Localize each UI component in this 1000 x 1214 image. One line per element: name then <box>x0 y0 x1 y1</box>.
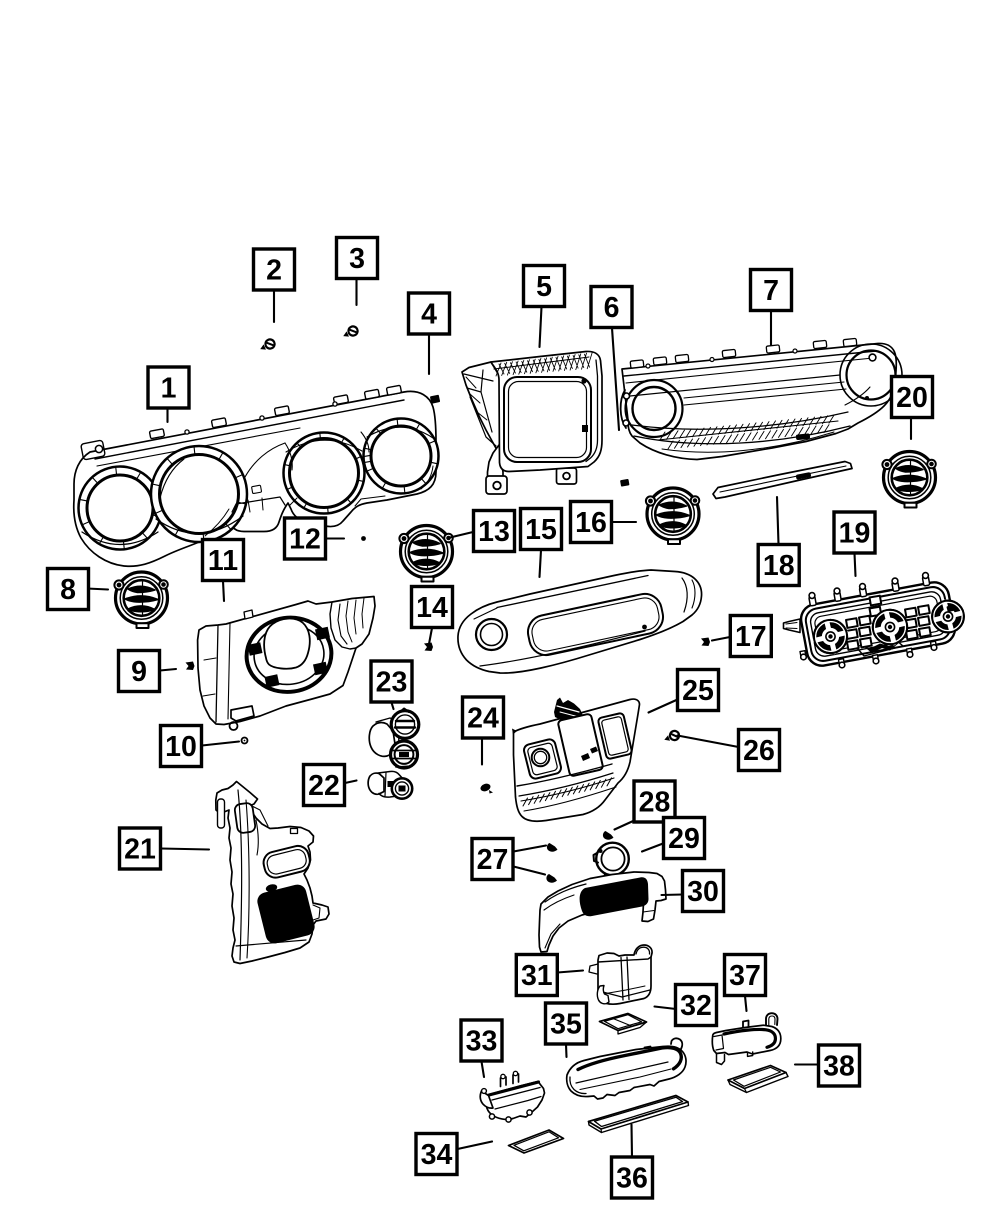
svg-text:30: 30 <box>687 876 719 908</box>
svg-text:32: 32 <box>680 990 712 1022</box>
svg-text:36: 36 <box>616 1163 648 1195</box>
svg-text:31: 31 <box>521 960 553 992</box>
svg-text:14: 14 <box>416 592 448 624</box>
svg-text:5: 5 <box>536 271 552 303</box>
svg-text:1: 1 <box>161 373 177 405</box>
svg-text:12: 12 <box>289 524 321 556</box>
svg-text:10: 10 <box>165 731 197 763</box>
svg-text:37: 37 <box>729 960 761 992</box>
svg-text:24: 24 <box>467 703 499 735</box>
svg-text:33: 33 <box>466 1026 498 1058</box>
svg-text:38: 38 <box>823 1051 855 1083</box>
svg-text:17: 17 <box>735 621 767 653</box>
svg-text:25: 25 <box>682 675 714 707</box>
svg-text:29: 29 <box>668 823 700 855</box>
svg-text:9: 9 <box>131 656 147 688</box>
svg-text:11: 11 <box>208 545 238 577</box>
svg-text:4: 4 <box>421 299 437 331</box>
svg-text:23: 23 <box>376 667 408 699</box>
svg-text:13: 13 <box>478 516 510 548</box>
svg-text:19: 19 <box>839 518 871 550</box>
svg-text:21: 21 <box>124 834 156 866</box>
svg-text:35: 35 <box>550 1009 582 1041</box>
svg-text:2: 2 <box>266 255 282 287</box>
svg-text:8: 8 <box>60 574 76 606</box>
svg-text:18: 18 <box>763 550 795 582</box>
svg-text:26: 26 <box>743 735 775 767</box>
svg-text:15: 15 <box>525 514 557 546</box>
svg-text:34: 34 <box>421 1139 453 1171</box>
svg-text:27: 27 <box>477 844 509 876</box>
svg-text:22: 22 <box>308 770 340 802</box>
svg-text:28: 28 <box>639 787 671 819</box>
svg-text:7: 7 <box>763 275 779 307</box>
svg-text:16: 16 <box>575 507 607 539</box>
svg-text:20: 20 <box>896 382 928 414</box>
svg-text:6: 6 <box>604 292 620 324</box>
svg-text:3: 3 <box>349 243 365 275</box>
